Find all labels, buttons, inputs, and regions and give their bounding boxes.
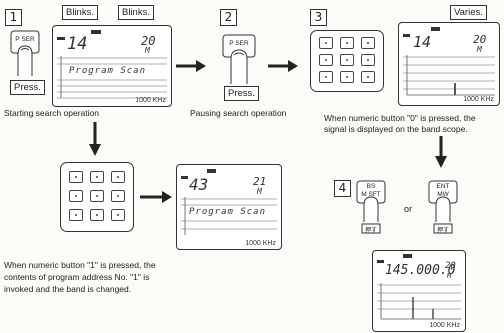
bs-label: BS xyxy=(366,183,376,190)
lcd-mode-4: M xyxy=(447,272,452,280)
keypad-key[interactable] xyxy=(361,37,375,49)
numeric-keypad-1[interactable] xyxy=(60,162,134,232)
numeric-keypad-3[interactable] xyxy=(310,30,384,92)
arrow-right-icon xyxy=(140,191,172,203)
lcd-display-keypad1: 43 21 M Program Scan 1000 KHz xyxy=(176,164,282,250)
keypad-key[interactable] xyxy=(319,37,333,49)
freq-label-3: 1000 KHz xyxy=(463,96,494,103)
p-ser-label-1: P SER xyxy=(15,36,35,43)
step-2-number: 2 xyxy=(220,9,237,26)
caption-step-2: Pausing search operation xyxy=(190,108,287,118)
lcd-mode-1: M xyxy=(145,46,150,55)
keypad-key[interactable] xyxy=(111,209,125,221)
arrow-right-icon xyxy=(176,60,206,72)
p-ser-button-1[interactable]: P SER xyxy=(10,30,40,76)
ent-mw-button[interactable]: ENT MW 押す xyxy=(428,180,458,234)
caption-keypad1-line-3: invoked and the band is changed. xyxy=(4,284,132,294)
caption-keypad1-line-1: When numeric button "1" is pressed, the xyxy=(4,260,156,270)
keypad-key[interactable] xyxy=(361,54,375,66)
lcd-display-1: 14 20 M Program Scan 1000 KHz xyxy=(52,25,172,107)
keypad-key[interactable] xyxy=(340,54,354,66)
press-label-ent: 押す xyxy=(436,228,449,234)
lcd-right-digits-1: 20 xyxy=(141,34,156,48)
keypad-key[interactable] xyxy=(90,171,104,183)
program-scan-text-1: Program Scan xyxy=(69,66,147,76)
arrow-down-icon xyxy=(435,136,447,168)
arrow-down-icon xyxy=(89,122,101,156)
keypad-key[interactable] xyxy=(90,209,104,221)
step-4-number: 4 xyxy=(334,180,351,197)
bs-msft-button[interactable]: BS M SFT 押す xyxy=(356,180,386,234)
band-scope-lines-4 xyxy=(377,254,461,320)
step-1-number: 1 xyxy=(5,9,22,26)
step-3-number: 3 xyxy=(310,9,327,26)
press-callout-1: Press. xyxy=(10,80,45,95)
arrow-right-icon xyxy=(268,60,298,72)
lcd-right-digits-keypad1: 21 xyxy=(253,175,267,188)
caption-step-1: Starting search operation xyxy=(4,108,99,118)
freq-label-keypad1: 1000 KHz xyxy=(245,240,276,247)
caption-step-3-line-2: signal is displayed on the band scope. xyxy=(324,124,468,134)
keypad-key[interactable] xyxy=(111,171,125,183)
p-ser-button-2[interactable]: P SER xyxy=(222,34,256,84)
varies-callout: Varies. xyxy=(450,5,487,20)
keypad-key[interactable] xyxy=(319,54,333,66)
press-callout-2: Press. xyxy=(224,86,259,101)
keypad-key[interactable] xyxy=(90,190,104,202)
freq-label-4: 1000 KHz xyxy=(429,322,460,329)
lcd-main-digits-4: 145.000.0 xyxy=(385,263,456,278)
caption-step-3-line-1: When numeric button "0" is pressed, the xyxy=(324,113,476,123)
blinks-callout-left: Blinks. xyxy=(62,5,98,20)
lcd-main-digits-3: 14 xyxy=(413,33,432,51)
keypad-key[interactable] xyxy=(319,71,333,83)
msft-label: M SFT xyxy=(361,191,381,198)
finger-press-icon xyxy=(222,34,256,84)
blinks-callout-right: Blinks. xyxy=(118,5,154,20)
keypad-key[interactable] xyxy=(69,171,83,183)
lcd-mode-keypad1: M xyxy=(257,187,262,196)
p-ser-label-2: P SER xyxy=(229,40,249,47)
finger-press-icon xyxy=(428,180,458,234)
lcd-display-3: 14 20 M 1000 KHz xyxy=(398,22,500,106)
keypad-key[interactable] xyxy=(340,37,354,49)
or-label: or xyxy=(404,204,413,214)
band-scope-lines-3 xyxy=(403,27,495,96)
lcd-right-digits-4: 20 xyxy=(445,261,456,271)
lcd-main-digits-keypad1: 43 xyxy=(189,175,209,194)
lcd-main-digits-1: 14 xyxy=(67,34,88,54)
keypad-key[interactable] xyxy=(340,71,354,83)
ent-label: ENT xyxy=(436,183,450,190)
keypad-key[interactable] xyxy=(111,190,125,202)
lcd-display-4: 145.000.0 20 M 1000 KHz xyxy=(372,250,466,332)
lcd-right-digits-3: 20 xyxy=(473,33,487,46)
freq-label-1: 1000 KHz xyxy=(135,97,166,104)
keypad-key[interactable] xyxy=(361,71,375,83)
band-scope-lines-1 xyxy=(57,30,167,99)
mw-label: MW xyxy=(437,191,449,198)
caption-keypad1-line-2: contents of program address No. "1" is xyxy=(4,272,150,282)
keypad-key[interactable] xyxy=(69,209,83,221)
lcd-mode-3: M xyxy=(477,45,482,54)
finger-press-icon xyxy=(10,30,40,76)
keypad-key[interactable] xyxy=(69,190,83,202)
finger-press-icon xyxy=(356,180,386,234)
press-label-bs: 押す xyxy=(364,228,377,234)
program-scan-text-keypad1: Program Scan xyxy=(189,207,267,217)
band-scope-lines-keypad1 xyxy=(181,169,277,235)
